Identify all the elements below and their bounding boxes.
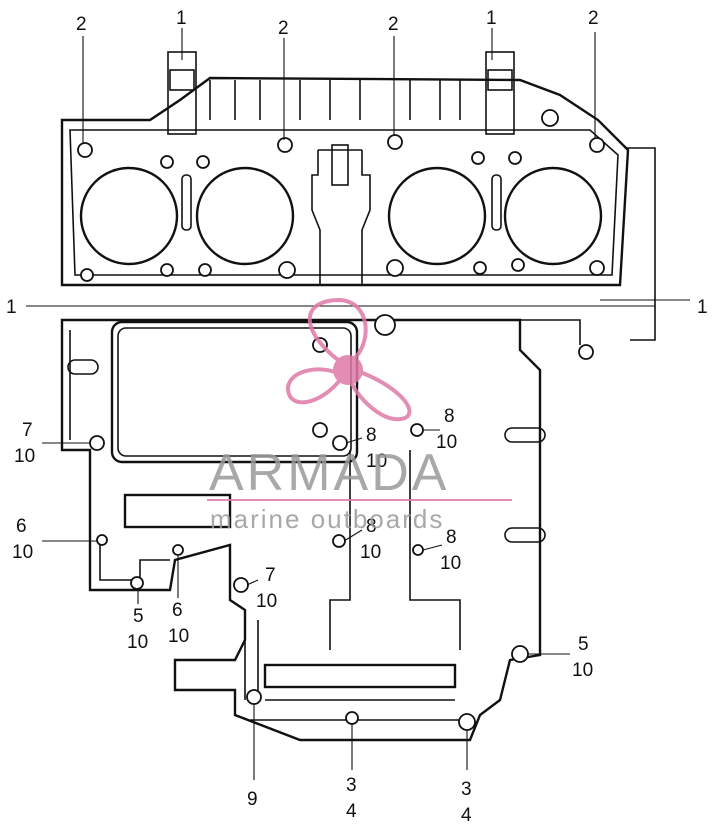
callout-2: 2	[76, 14, 87, 35]
callout-10: 10	[436, 432, 457, 453]
callout-10: 10	[127, 632, 148, 653]
callout-8: 8	[366, 516, 377, 537]
callout-7: 7	[265, 565, 276, 586]
callout-1: 1	[176, 8, 187, 29]
callout-10: 10	[366, 451, 387, 472]
callout-5: 5	[133, 606, 144, 627]
callout-2: 2	[588, 8, 599, 29]
callout-8: 8	[446, 527, 457, 548]
callout-1: 1	[697, 297, 708, 318]
callout-10: 10	[256, 591, 277, 612]
callout-6: 6	[16, 516, 27, 537]
callout-5: 5	[578, 634, 589, 655]
watermark-title: ARMADA	[209, 444, 449, 502]
crankcase-body	[60, 318, 581, 742]
leader-lines	[26, 28, 690, 780]
callout-10: 10	[572, 660, 593, 681]
callout-10: 10	[440, 553, 461, 574]
callout-2: 2	[278, 18, 289, 39]
head-bolt-holes	[77, 109, 605, 282]
cylinder-block-outline	[60, 51, 656, 341]
armada-watermark: ARMADA marine outboards	[207, 297, 512, 534]
callout-3: 3	[346, 775, 357, 796]
callout-10: 10	[168, 626, 189, 647]
callout-7: 7	[22, 420, 33, 441]
callout-10: 10	[14, 446, 35, 467]
callout-8: 8	[444, 406, 455, 427]
callout-4: 4	[346, 801, 357, 822]
callout-1: 1	[6, 297, 17, 318]
watermark-subtitle: marine outboards	[210, 504, 444, 534]
callout-10: 10	[360, 542, 381, 563]
callout-8: 8	[366, 425, 377, 446]
callout-labels: 2 1 2 2 1 2 1 1 7 10 6 10 5 10 6 10 7 10…	[6, 8, 708, 826]
callout-4: 4	[461, 805, 472, 826]
callout-1: 1	[486, 8, 497, 29]
callout-2: 2	[388, 14, 399, 35]
callout-9: 9	[247, 789, 258, 810]
propeller-logo	[285, 297, 412, 422]
callout-3: 3	[461, 779, 472, 800]
callout-6: 6	[172, 600, 183, 621]
callout-10: 10	[12, 542, 33, 563]
cylinder-bores	[79, 166, 603, 266]
